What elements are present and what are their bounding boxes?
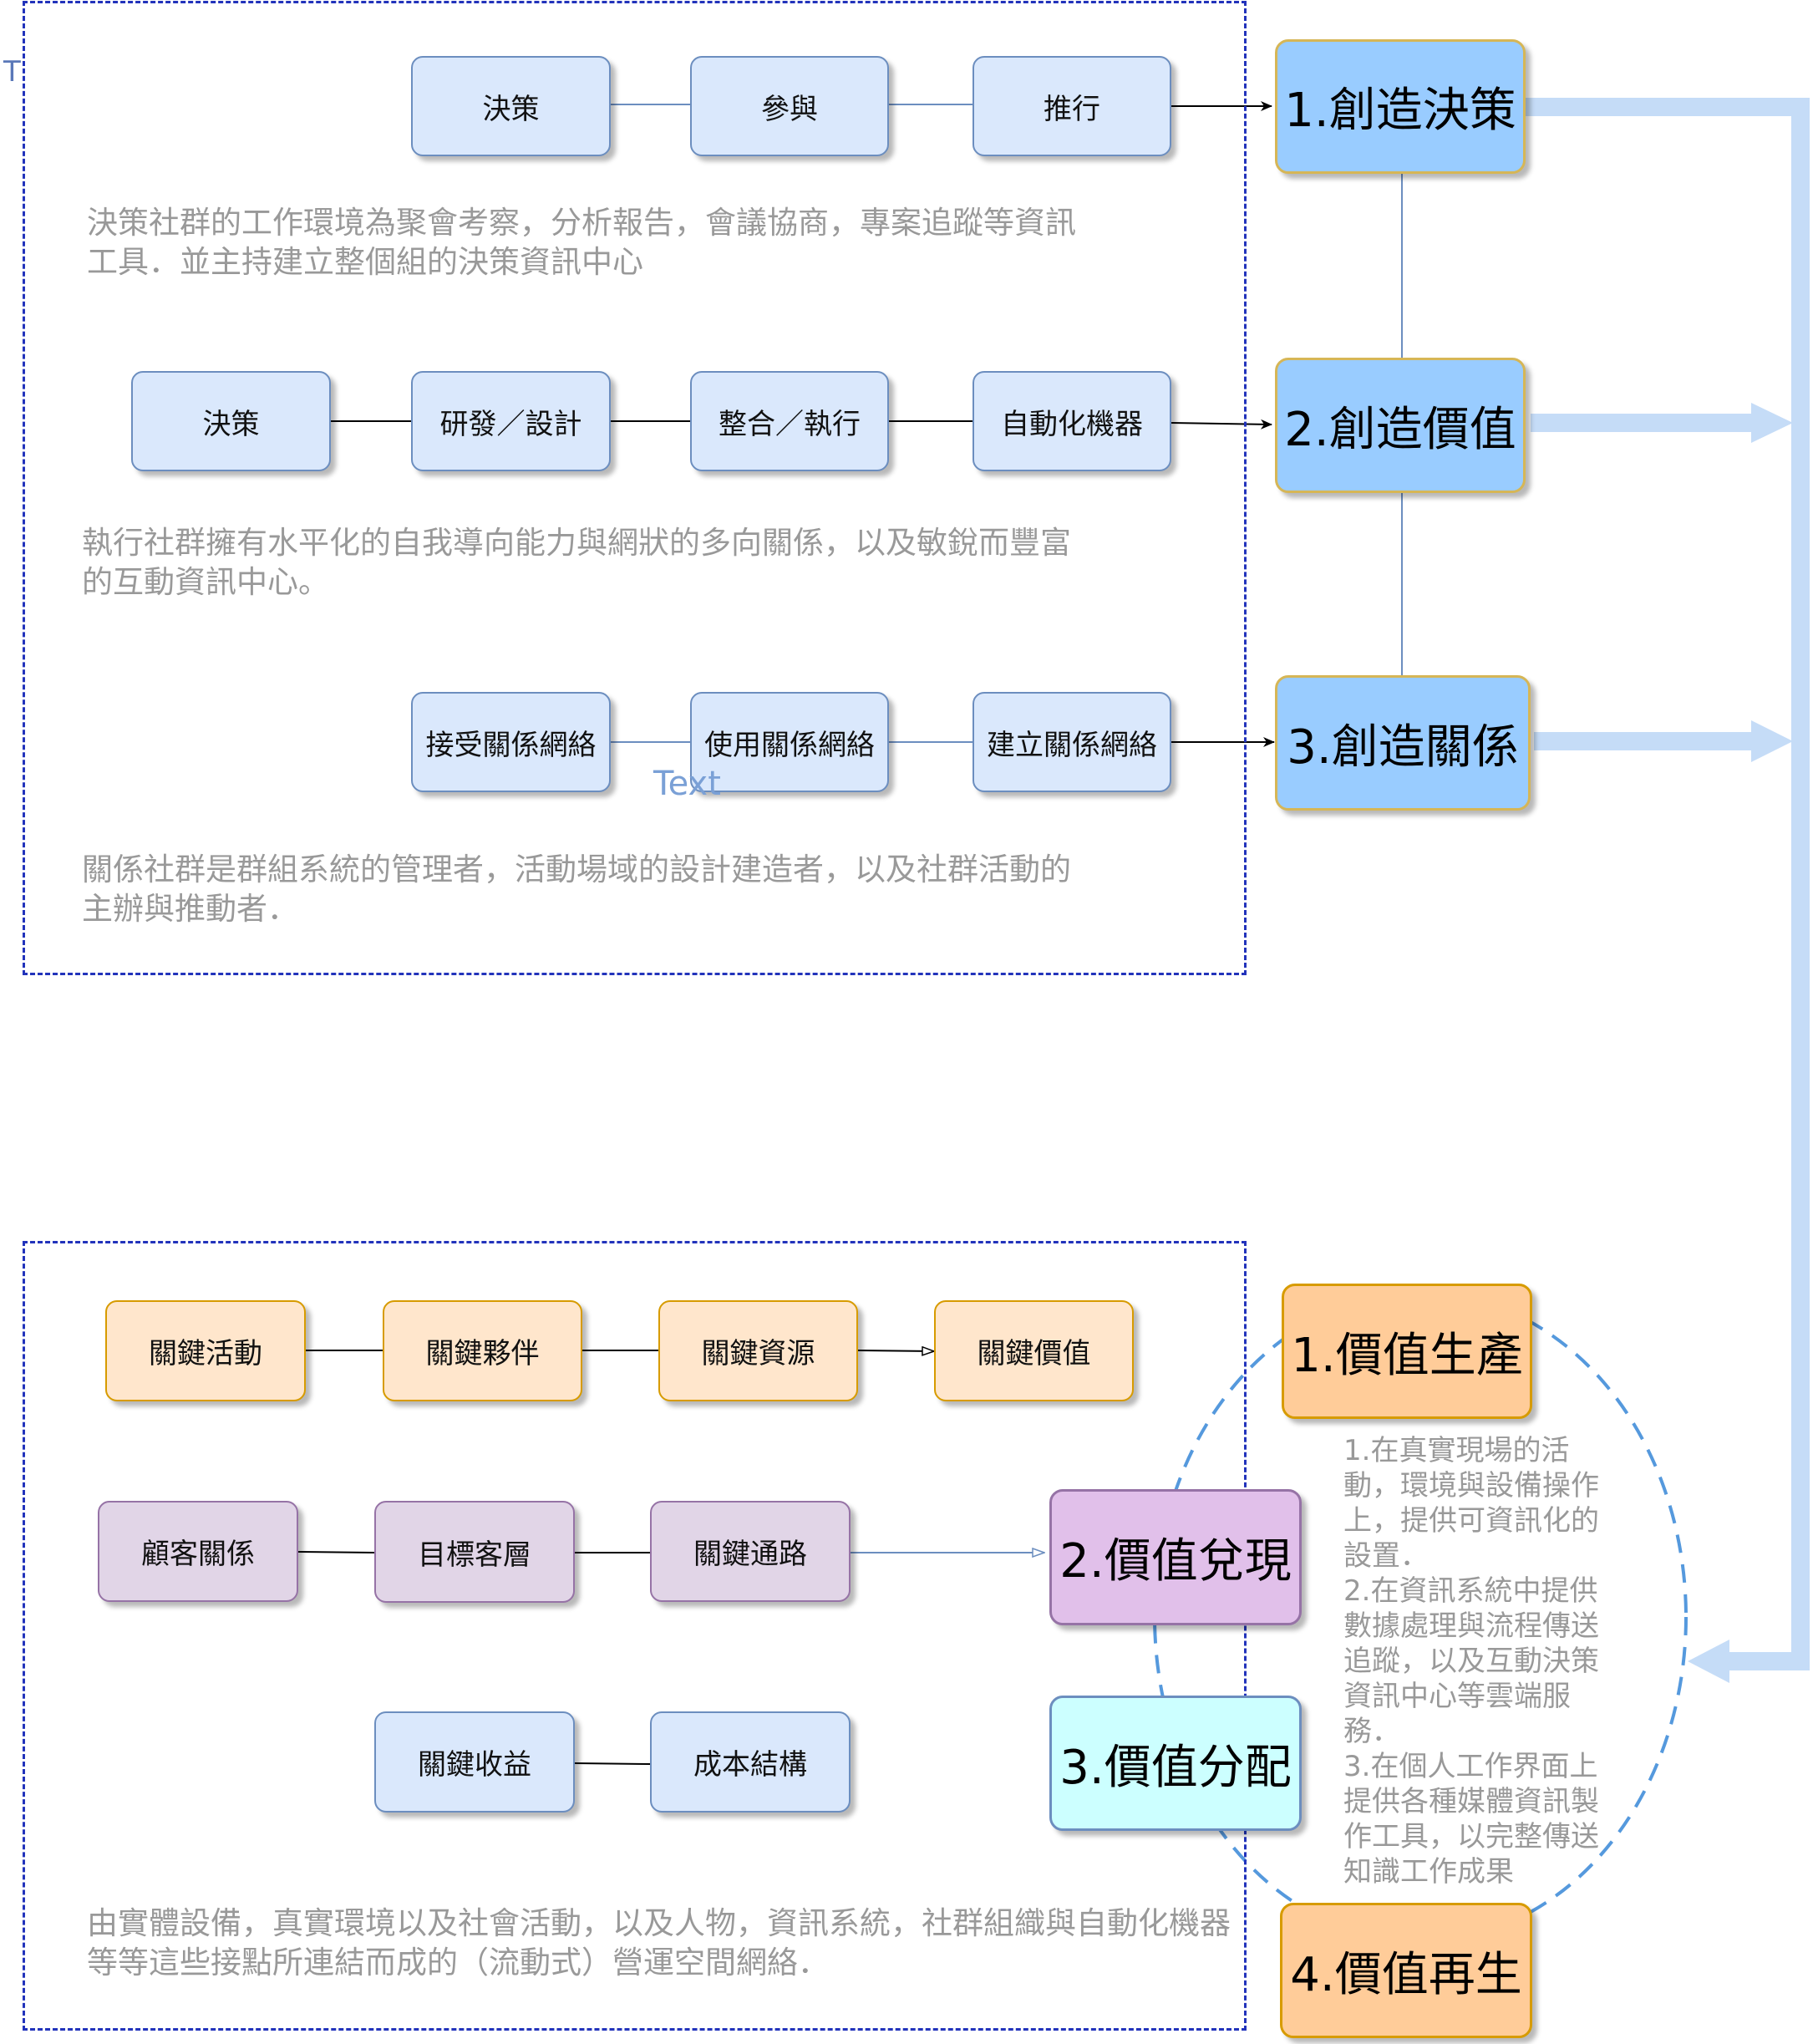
note-line: 2.在資訊系統中提供 — [1343, 1574, 1598, 1608]
value-realization[interactable]: 2.價值兌現 — [1049, 1489, 1302, 1625]
desc-line: 工具．並主持建立整個組的決策資訊中心 — [87, 244, 643, 280]
relation-community-desc: 關係社群是群組系統的管理者，活動場域的設計建造者，以及社群活動的 主辦與推動者． — [82, 850, 1235, 928]
execution-community-desc: 執行社群擁有水平化的自我導向能力與網狀的多向關係，以及敏銳而豐富 的互動資訊中心… — [82, 523, 1235, 602]
node-key-resources[interactable]: 關鍵資源 — [658, 1300, 858, 1401]
note-line: 務． — [1343, 1715, 1400, 1748]
note-line: 追蹤，以及互動決策 — [1343, 1645, 1599, 1678]
create-decision[interactable]: 1.創造決策 — [1275, 39, 1526, 174]
text-label: Text — [653, 765, 721, 803]
desc-line: 等等這些接點所連結而成的（流動式）營運空間網絡． — [87, 1945, 829, 1980]
bottom-row2-connectors — [297, 1552, 1044, 1553]
note-line: 設置． — [1343, 1539, 1429, 1573]
node-decision[interactable]: 決策 — [411, 56, 611, 156]
note-line: 知識工作成果 — [1343, 1855, 1514, 1889]
top-row2-connectors — [331, 419, 1272, 430]
note-line: 數據處理與流程傳送 — [1343, 1609, 1599, 1643]
node-key-channels[interactable]: 關鍵通路 — [650, 1501, 851, 1602]
desc-line: 的互動資訊中心。 — [82, 564, 329, 600]
desc-line: 關係社群是群組系統的管理者，活動場域的設計建造者，以及社群活動的 — [82, 852, 1071, 887]
node-cost-structure[interactable]: 成本結構 — [650, 1711, 851, 1813]
node-customer-segments[interactable]: 目標客層 — [374, 1501, 575, 1603]
big-flow-arrow — [1526, 98, 1810, 1683]
node-customer-relationships[interactable]: 顧客關係 — [98, 1501, 298, 1602]
bottom-row3-connectors — [574, 1762, 651, 1765]
node-accept-network[interactable]: 接受關係網絡 — [411, 692, 611, 792]
note-line: 動，環境與設備操作 — [1343, 1469, 1599, 1502]
value-regeneration[interactable]: 4.價值再生 — [1280, 1903, 1532, 2038]
corner-mark: T — [3, 55, 21, 89]
note-line: 1.在真實現場的活 — [1343, 1434, 1570, 1467]
create-relation[interactable]: 3.創造關係 — [1275, 675, 1531, 811]
node-rnd-design[interactable]: 研發／設計 — [411, 371, 611, 471]
node-automation-machine[interactable]: 自動化機器 — [972, 371, 1171, 471]
value-production[interactable]: 1.價值生產 — [1282, 1284, 1532, 1419]
bottom-group-container — [23, 1241, 1247, 2031]
desc-line: 主辦與推動者． — [82, 891, 298, 927]
node-key-partners[interactable]: 關鍵夥伴 — [383, 1300, 582, 1401]
node-decision-2[interactable]: 決策 — [131, 371, 331, 471]
node-integration-execution[interactable]: 整合／執行 — [690, 371, 889, 471]
node-build-network[interactable]: 建立關係網絡 — [972, 692, 1171, 792]
operating-network-desc: 由實體設備，真實環境以及社會活動，以及人物，資訊系統，社群組織與自動化機器 等等… — [87, 1904, 1257, 1982]
note-line: 作工具，以完整傳送 — [1343, 1820, 1599, 1853]
node-participation[interactable]: 參與 — [690, 56, 889, 156]
node-key-activities[interactable]: 關鍵活動 — [105, 1300, 306, 1401]
node-revenue-streams[interactable]: 關鍵收益 — [374, 1711, 575, 1813]
desc-line: 執行社群擁有水平化的自我導向能力與網狀的多向關係，以及敏銳而豐富 — [82, 525, 1071, 561]
top-group-container — [23, 1, 1247, 975]
desc-line: 決策社群的工作環境為聚會考察，分析報告，會議協商，專案追蹤等資訊 — [87, 205, 1076, 241]
note-line: 資訊中心等雲端服 — [1343, 1680, 1571, 1713]
value-distribution[interactable]: 3.價值分配 — [1049, 1696, 1302, 1831]
node-implementation[interactable]: 推行 — [972, 56, 1171, 156]
note-line: 提供各種媒體資訊製 — [1343, 1785, 1599, 1818]
desc-line: 由實體設備，真實環境以及社會活動，以及人物，資訊系統，社群組織與自動化機器 — [87, 1905, 1231, 1941]
top-row1-connectors — [611, 101, 1272, 111]
node-use-network[interactable]: 使用關係網絡 — [690, 692, 889, 792]
note-line: 上，提供可資訊化的 — [1343, 1504, 1599, 1538]
decision-community-desc: 決策社群的工作環境為聚會考察，分析報告，會議協商，專案追蹤等資訊 工具．並主持建… — [87, 203, 1240, 282]
value-cycle-notes: 1.在真實現場的活 動，環境與設備操作 上，提供可資訊化的 設置． 2.在資訊系… — [1343, 1433, 1628, 1889]
create-value[interactable]: 2.創造價值 — [1275, 358, 1526, 493]
node-key-value[interactable]: 關鍵價值 — [934, 1300, 1134, 1401]
note-line: 3.在個人工作界面上 — [1343, 1750, 1598, 1783]
